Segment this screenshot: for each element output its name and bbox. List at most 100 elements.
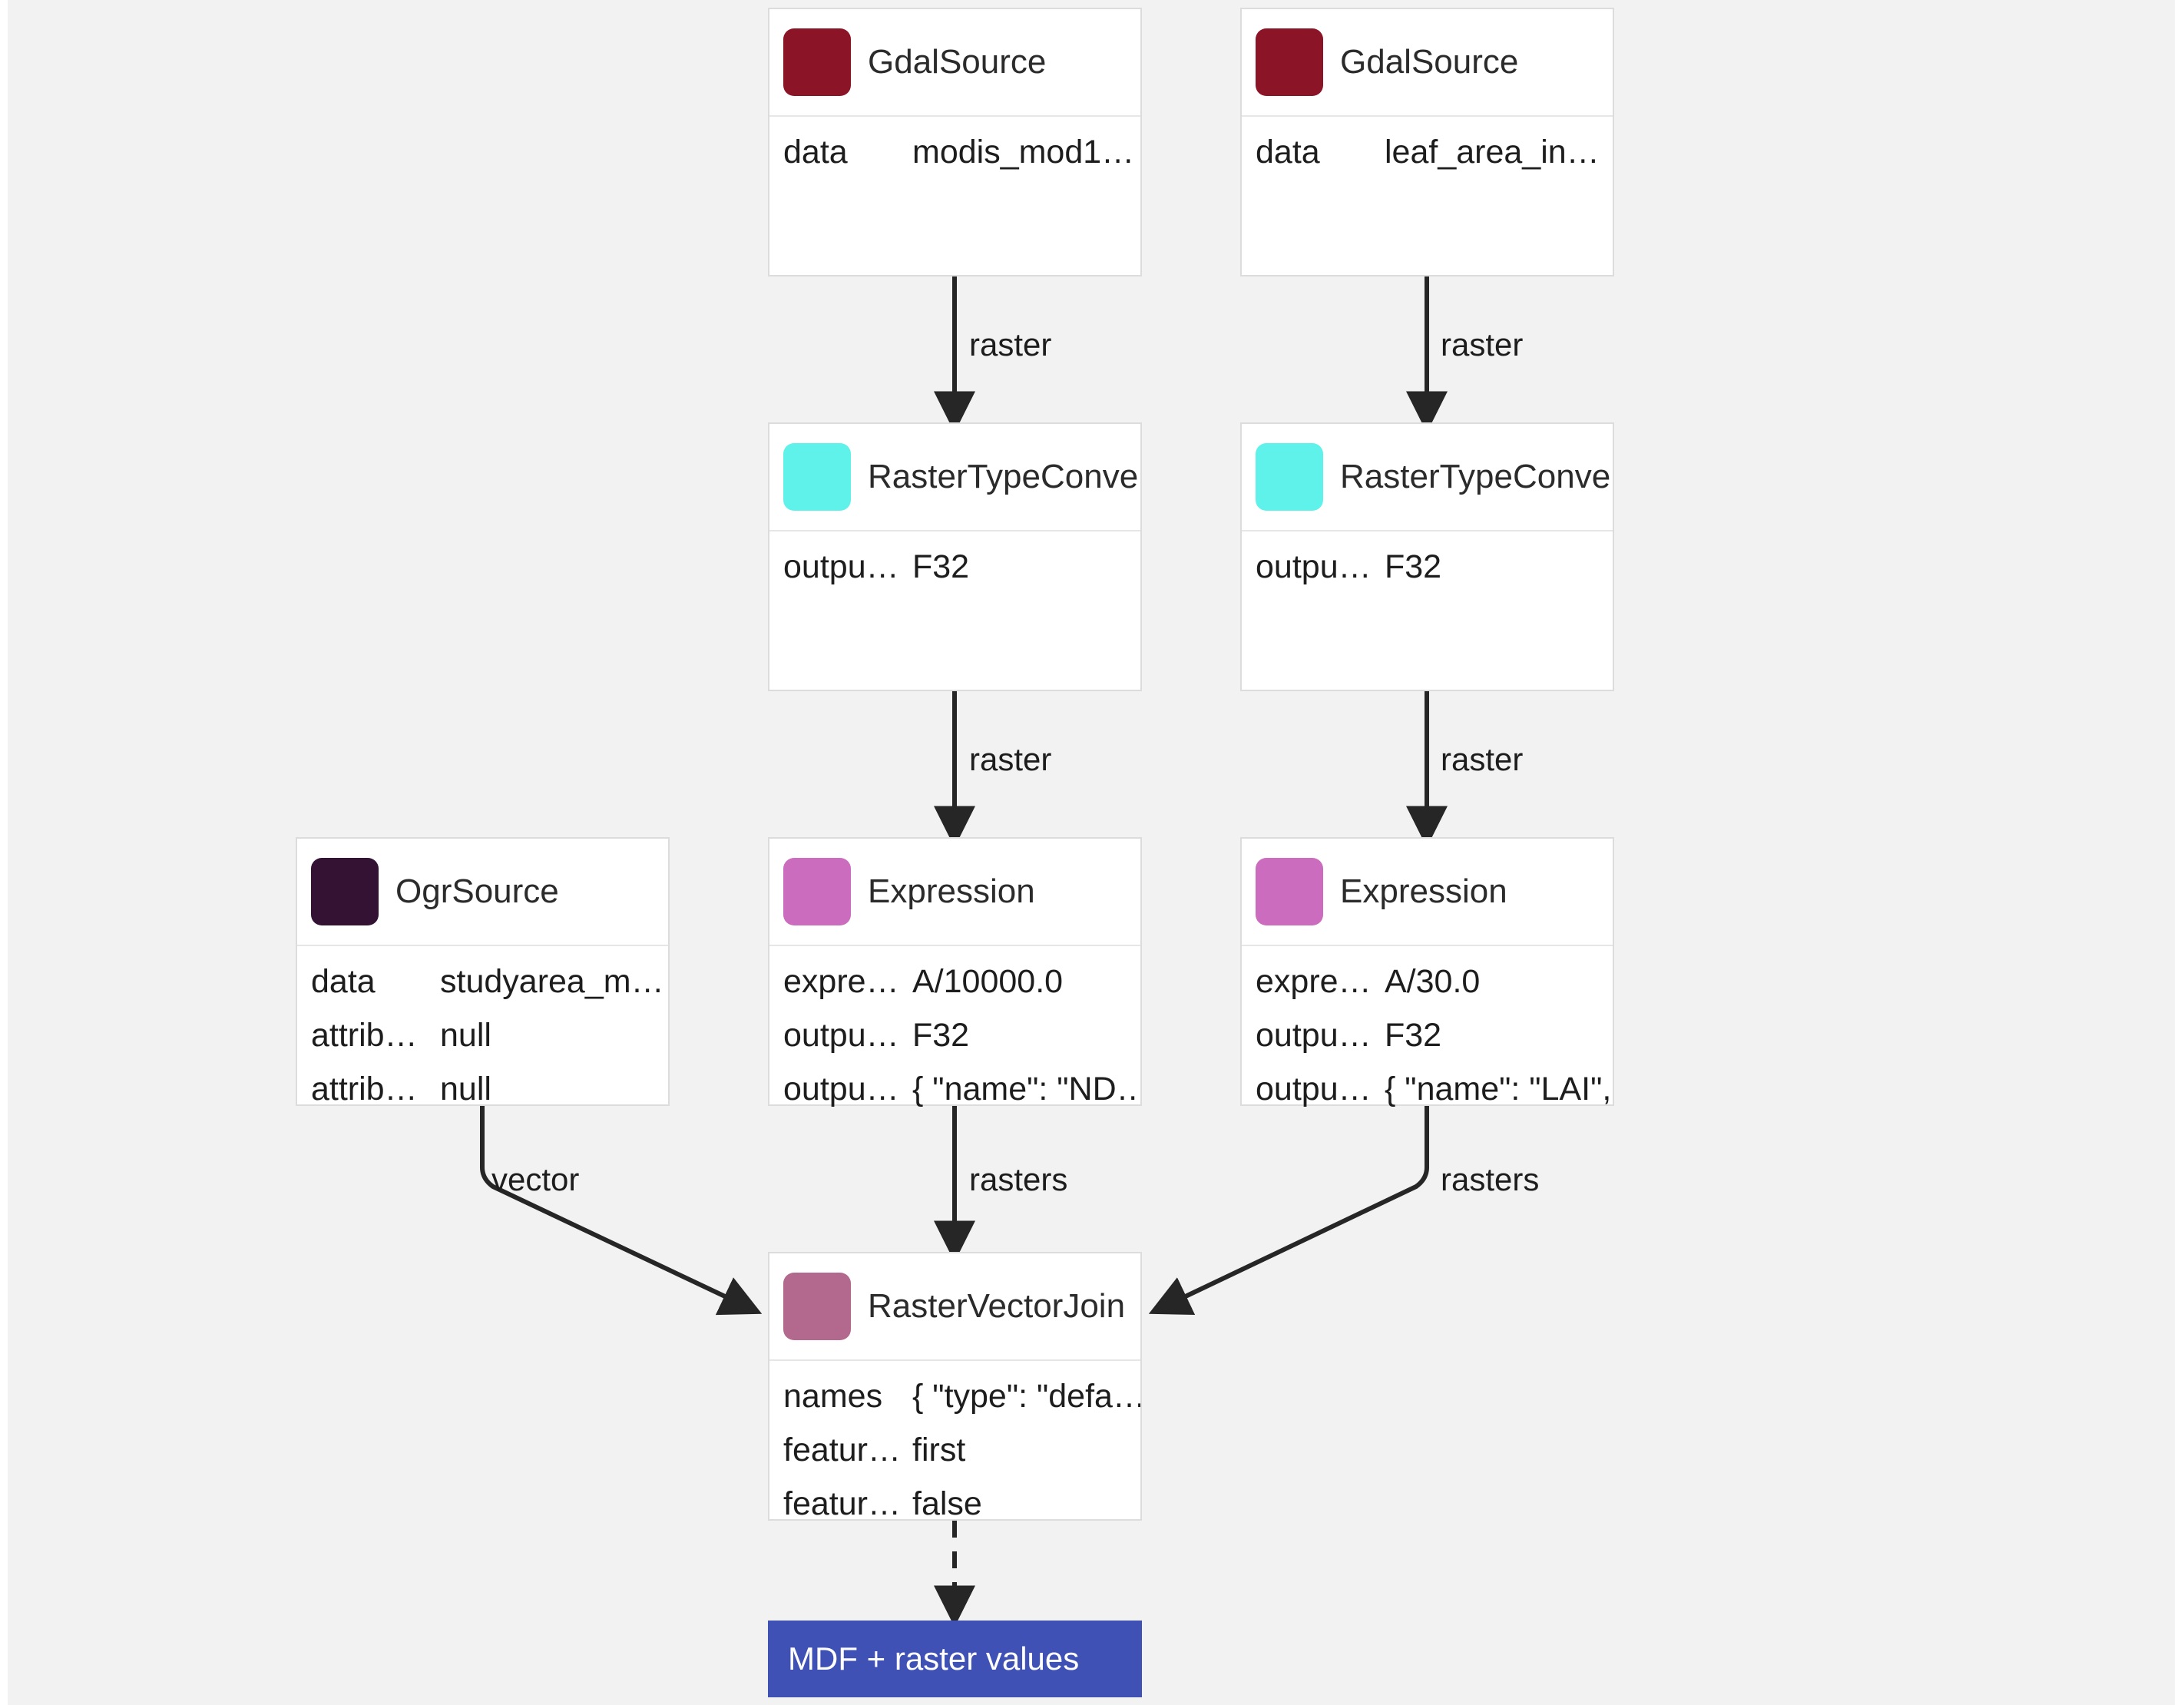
result-output-box[interactable]: MDF + raster values bbox=[768, 1621, 1142, 1697]
node-title: OgrSource bbox=[395, 872, 559, 910]
param-row: expre… A/10000.0 bbox=[783, 963, 1140, 1017]
param-row: featur… false bbox=[783, 1485, 1140, 1539]
edge-expression-lai-to-join bbox=[1148, 1106, 1429, 1315]
param-value: F32 bbox=[1385, 548, 1442, 585]
node-title: GdalSource bbox=[1340, 43, 1519, 81]
operator-color-swatch-icon bbox=[1256, 28, 1323, 96]
canvas-right-gutter bbox=[2175, 0, 2184, 1705]
node-body: expre… A/30.0 outpu… F32 outpu… { "name"… bbox=[1242, 946, 1613, 1124]
param-row: expre… A/30.0 bbox=[1256, 963, 1613, 1017]
node-body: names { "type": "defa… featur… first fea… bbox=[769, 1361, 1140, 1539]
node-body: outpu… F32 bbox=[769, 531, 1140, 602]
operator-color-swatch-icon bbox=[1256, 443, 1323, 511]
node-raster-vector-join[interactable]: RasterVectorJoin names { "type": "defa… … bbox=[768, 1252, 1142, 1522]
operator-color-swatch-icon bbox=[783, 443, 851, 511]
node-header: RasterTypeConve… bbox=[1242, 424, 1613, 531]
param-row: outpu… F32 bbox=[783, 548, 1140, 602]
node-title: RasterTypeConve… bbox=[868, 458, 1140, 495]
param-value: first bbox=[912, 1432, 966, 1468]
canvas-left-gutter bbox=[0, 0, 8, 1705]
param-row: outpu… { "name": "LAI",… bbox=[1256, 1071, 1613, 1124]
node-header: GdalSource bbox=[1242, 9, 1613, 117]
node-body: data leaf_area_in… bbox=[1242, 117, 1613, 187]
operator-color-swatch-icon bbox=[1256, 858, 1323, 925]
param-value: { "name": "LAI",… bbox=[1385, 1071, 1613, 1107]
param-row: data leaf_area_in… bbox=[1256, 134, 1613, 187]
node-title: RasterTypeConve… bbox=[1340, 458, 1613, 495]
edge-label-rasters-lai: rasters bbox=[1441, 1161, 1540, 1197]
operator-color-swatch-icon bbox=[783, 1273, 851, 1340]
param-key: expre… bbox=[783, 963, 899, 1000]
param-row: data studyarea_m… bbox=[311, 963, 668, 1017]
param-key: outpu… bbox=[783, 1071, 899, 1107]
param-row: outpu… { "name": "ND… bbox=[783, 1071, 1140, 1124]
param-key: attrib… bbox=[311, 1017, 418, 1054]
param-value: F32 bbox=[912, 548, 970, 585]
node-ogr-source[interactable]: OgrSource data studyarea_m… attrib… null… bbox=[296, 837, 670, 1107]
node-title: Expression bbox=[1340, 872, 1507, 910]
param-key: expre… bbox=[1256, 963, 1372, 1000]
operator-color-swatch-icon bbox=[311, 858, 379, 925]
node-title: Expression bbox=[868, 872, 1035, 910]
edge-label-vector: vector bbox=[491, 1161, 580, 1197]
node-header: GdalSource bbox=[769, 9, 1140, 117]
operator-color-swatch-icon bbox=[783, 858, 851, 925]
node-expression-ndvi[interactable]: Expression expre… A/10000.0 outpu… F32 o… bbox=[768, 837, 1142, 1107]
edge-label-raster-converter-left: raster bbox=[969, 741, 1052, 777]
param-row: outpu… F32 bbox=[1256, 548, 1613, 602]
operator-color-swatch-icon bbox=[783, 28, 851, 96]
param-value: leaf_area_in… bbox=[1385, 134, 1600, 170]
param-value: null bbox=[440, 1017, 491, 1054]
node-body: data studyarea_m… attrib… null attrib… n… bbox=[297, 946, 668, 1124]
edge-label-raster-modis: raster bbox=[969, 326, 1052, 363]
node-title: GdalSource bbox=[868, 43, 1047, 81]
param-key: featur… bbox=[783, 1485, 901, 1522]
node-header: RasterTypeConve… bbox=[769, 424, 1140, 531]
node-header: Expression bbox=[1242, 839, 1613, 946]
param-row: attrib… null bbox=[311, 1071, 668, 1124]
param-value: { "type": "defa… bbox=[912, 1378, 1140, 1415]
param-key: data bbox=[1256, 134, 1320, 170]
param-key: attrib… bbox=[311, 1071, 418, 1107]
node-header: Expression bbox=[769, 839, 1140, 946]
edge-label-rasters-ndvi: rasters bbox=[969, 1161, 1068, 1197]
param-value: studyarea_m… bbox=[440, 963, 664, 1000]
node-body: expre… A/10000.0 outpu… F32 outpu… { "na… bbox=[769, 946, 1140, 1124]
param-key: outpu… bbox=[1256, 1071, 1372, 1107]
param-value: A/30.0 bbox=[1385, 963, 1481, 1000]
param-value: F32 bbox=[912, 1017, 970, 1054]
param-row: outpu… F32 bbox=[1256, 1017, 1613, 1071]
param-value: false bbox=[912, 1485, 982, 1522]
param-row: data modis_mod1… bbox=[783, 134, 1140, 187]
param-key: names bbox=[783, 1378, 883, 1415]
param-key: featur… bbox=[783, 1432, 901, 1468]
node-header: RasterVectorJoin bbox=[769, 1253, 1140, 1361]
param-key: outpu… bbox=[783, 548, 899, 585]
param-key: outpu… bbox=[1256, 1017, 1372, 1054]
param-key: data bbox=[783, 134, 848, 170]
node-raster-type-converter-left[interactable]: RasterTypeConve… outpu… F32 bbox=[768, 422, 1142, 691]
node-gdal-source-modis[interactable]: GdalSource data modis_mod1… bbox=[768, 8, 1142, 276]
edge-label-raster-converter-right: raster bbox=[1441, 741, 1524, 777]
param-value: A/10000.0 bbox=[912, 963, 1064, 1000]
param-row: outpu… F32 bbox=[783, 1017, 1140, 1071]
node-raster-type-converter-right[interactable]: RasterTypeConve… outpu… F32 bbox=[1240, 422, 1614, 691]
param-key: outpu… bbox=[783, 1017, 899, 1054]
node-body: outpu… F32 bbox=[1242, 531, 1613, 602]
result-output-label: MDF + raster values bbox=[788, 1640, 1080, 1677]
param-key: outpu… bbox=[1256, 548, 1372, 585]
node-body: data modis_mod1… bbox=[769, 117, 1140, 187]
node-expression-lai[interactable]: Expression expre… A/30.0 outpu… F32 outp… bbox=[1240, 837, 1614, 1107]
param-row: attrib… null bbox=[311, 1017, 668, 1071]
edge-ogr-to-join bbox=[480, 1106, 763, 1316]
node-header: OgrSource bbox=[297, 839, 668, 946]
param-value: null bbox=[440, 1071, 491, 1107]
param-row: names { "type": "defa… bbox=[783, 1378, 1140, 1432]
param-row: featur… first bbox=[783, 1432, 1140, 1485]
node-gdal-source-lai[interactable]: GdalSource data leaf_area_in… bbox=[1240, 8, 1614, 276]
param-key: data bbox=[311, 963, 376, 1000]
node-title: RasterVectorJoin bbox=[868, 1287, 1126, 1325]
edge-label-raster-lai: raster bbox=[1441, 326, 1524, 363]
param-value: modis_mod1… bbox=[912, 134, 1135, 170]
